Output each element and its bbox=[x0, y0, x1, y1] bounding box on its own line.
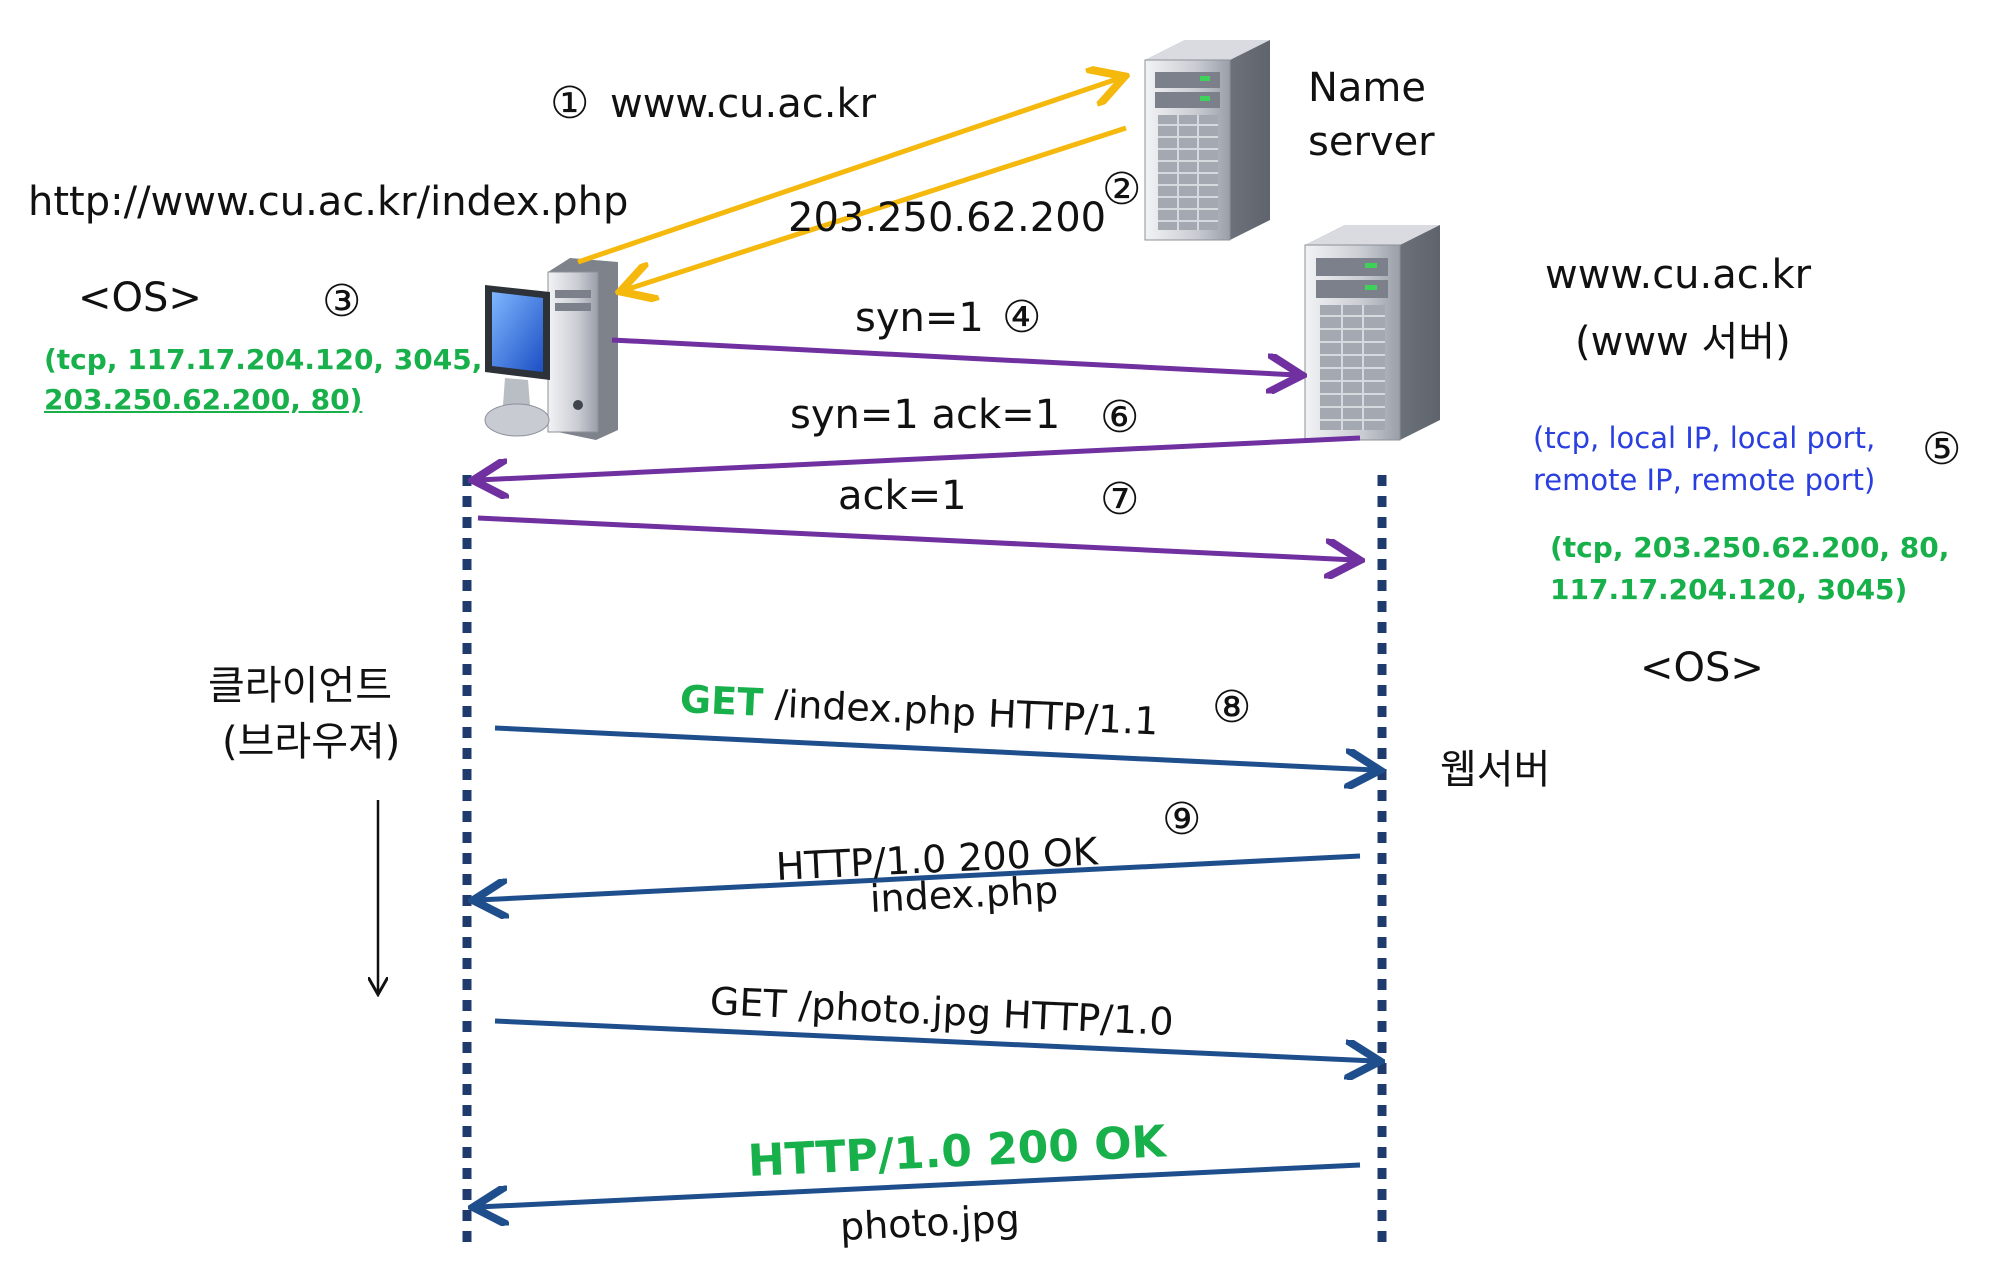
socket-template-line2: remote IP, remote port) bbox=[1533, 463, 1876, 497]
syn-ack-label: syn=1 ack=1 bbox=[790, 392, 1061, 438]
step-7-marker: ⑦ bbox=[1100, 474, 1140, 525]
dns-query-label: www.cu.ac.kr bbox=[610, 81, 877, 127]
http-get-photo-arrow bbox=[494, 1018, 1375, 1061]
client-url: http://www.cu.ac.kr/index.php bbox=[28, 179, 629, 225]
step-5-marker: ⑤ bbox=[1922, 424, 1962, 475]
ack-arrow bbox=[477, 515, 1355, 560]
syn-arrow bbox=[611, 337, 1297, 375]
http-get-index-arrow bbox=[494, 725, 1375, 770]
step-9-marker: ⑨ bbox=[1162, 794, 1202, 845]
client-socket-line2: 203.250.62.200, 80) bbox=[44, 383, 363, 416]
dns-query-arrow bbox=[577, 78, 1120, 265]
client-role-line2: (브라우져) bbox=[222, 719, 401, 765]
step-4-marker: ④ bbox=[1002, 292, 1042, 343]
dns-reply-arrow bbox=[625, 125, 1127, 290]
http-get-index-method: GET bbox=[678, 677, 765, 725]
step-3-marker: ③ bbox=[322, 276, 362, 327]
client-socket-line1: (tcp, 117.17.204.120, 3045, bbox=[44, 343, 483, 376]
web-server-desc: (www 서버) bbox=[1575, 319, 1791, 365]
syn-label: syn=1 bbox=[855, 295, 984, 341]
ack-label: ack=1 bbox=[838, 473, 967, 519]
step-6-marker: ⑥ bbox=[1100, 392, 1140, 443]
server-socket-line2: 117.17.204.120, 3045) bbox=[1550, 573, 1908, 606]
syn-ack-arrow bbox=[478, 435, 1361, 480]
http-response-index-body: index.php bbox=[868, 867, 1060, 921]
http-response-photo-arrow bbox=[478, 1162, 1361, 1207]
http-response-index-arrow bbox=[478, 853, 1361, 900]
dns-reply-label: 203.250.62.200 bbox=[788, 195, 1107, 241]
socket-template-line1: (tcp, local IP, local port, bbox=[1533, 421, 1876, 455]
web-server-host: www.cu.ac.kr bbox=[1545, 252, 1812, 298]
client-computer-icon bbox=[484, 258, 618, 440]
http-response-photo-body: photo.jpg bbox=[838, 1196, 1021, 1249]
name-server-icon bbox=[1144, 40, 1270, 241]
name-server-label-line1: Name bbox=[1308, 65, 1427, 111]
client-role-line1: 클라이언트 bbox=[208, 663, 392, 709]
client-os-label: <OS> bbox=[78, 275, 202, 321]
web-server-icon bbox=[1304, 225, 1440, 441]
server-socket-line1: (tcp, 203.250.62.200, 80, bbox=[1550, 531, 1950, 564]
name-server-label-line2: server bbox=[1308, 119, 1435, 165]
step-2-marker: ② bbox=[1102, 164, 1142, 215]
step-1-marker: ① bbox=[550, 78, 590, 129]
server-os-label: <OS> bbox=[1640, 645, 1764, 691]
web-server-role: 웹서버 bbox=[1440, 747, 1551, 793]
step-8-marker: ⑧ bbox=[1212, 682, 1252, 733]
